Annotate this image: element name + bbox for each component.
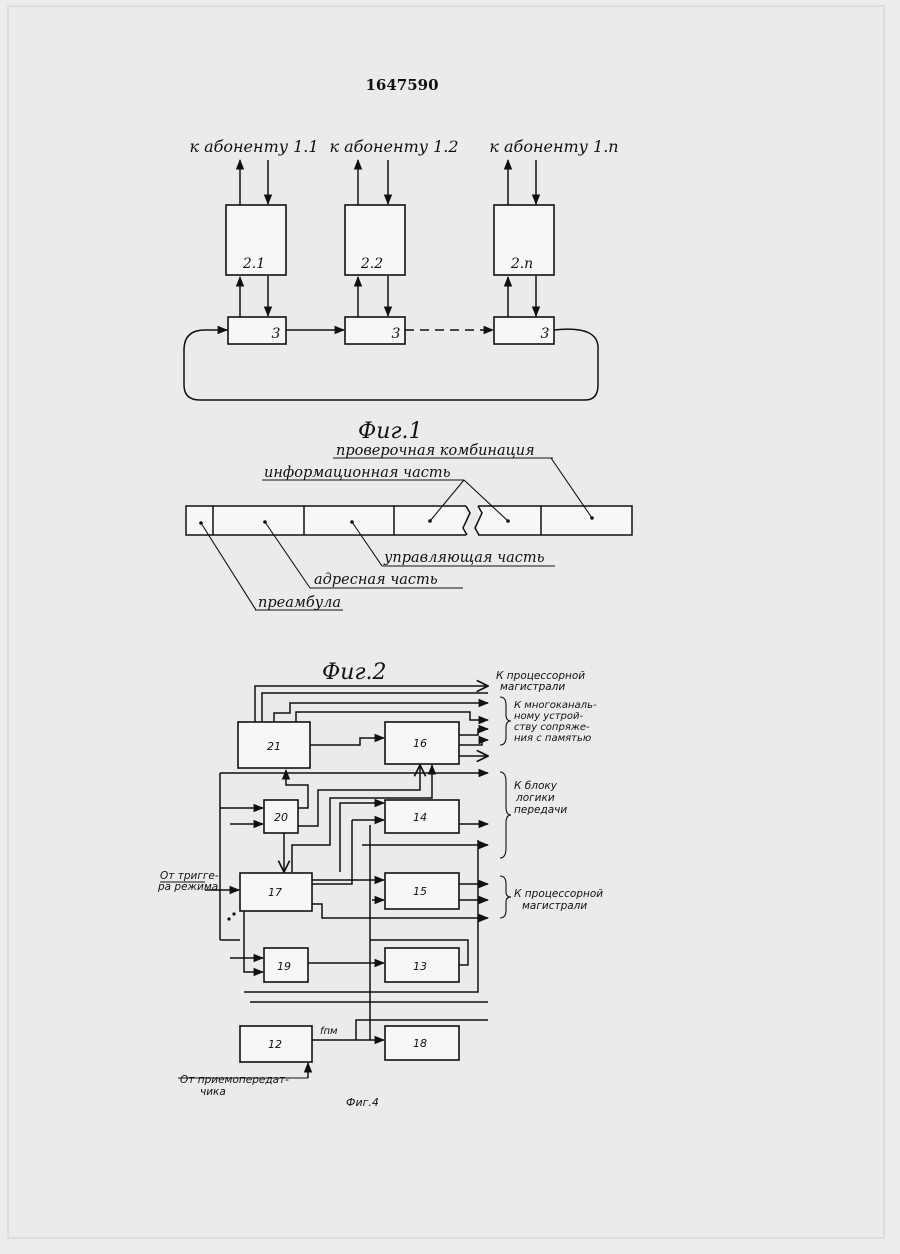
block-15-label: 15 bbox=[413, 885, 427, 898]
unit-label-2-n: 2.n bbox=[510, 256, 533, 272]
node-label-3-c: 3 bbox=[541, 326, 550, 342]
block-21-label: 21 bbox=[267, 740, 281, 753]
block-19-label: 19 bbox=[277, 960, 291, 973]
subscriber-label-n: к абоненту 1.n bbox=[489, 137, 618, 156]
label-check: проверочная комбинация bbox=[336, 443, 535, 459]
block-13-label: 13 bbox=[413, 960, 427, 973]
unit-label-2-2: 2.2 bbox=[360, 256, 383, 272]
block-18-label: 18 bbox=[413, 1037, 427, 1050]
patent-number: 1647590 bbox=[365, 76, 438, 94]
freq-label: fпм bbox=[320, 1026, 338, 1037]
node-label-3-a: 3 bbox=[272, 326, 281, 342]
unit-label-2-1: 2.1 bbox=[242, 256, 265, 272]
block-20-label: 20 bbox=[274, 811, 288, 824]
label-address: адресная часть bbox=[314, 572, 438, 588]
label-preamble: преамбула bbox=[258, 595, 341, 611]
block-12-label: 12 bbox=[268, 1038, 282, 1051]
block-16-label: 16 bbox=[413, 737, 427, 750]
block-14-label: 14 bbox=[413, 811, 427, 824]
subscriber-label-2: к абоненту 1.2 bbox=[329, 137, 458, 156]
block-17-label: 17 bbox=[268, 886, 282, 899]
subscriber-label-1: к абоненту 1.1 bbox=[189, 137, 318, 156]
label-multichannel: К многоканаль- ному устрой- ству сопряже… bbox=[514, 700, 600, 744]
label-control: управляющая часть bbox=[383, 550, 545, 566]
fig2-caption: Фиг.2 bbox=[322, 660, 387, 685]
fig4-caption: Фиг.4 bbox=[346, 1096, 379, 1109]
node-label-3-b: 3 bbox=[392, 326, 401, 342]
label-info: информационная часть bbox=[264, 465, 451, 481]
frame-strip bbox=[186, 506, 632, 535]
fig1-caption: Фиг.1 bbox=[358, 419, 423, 444]
